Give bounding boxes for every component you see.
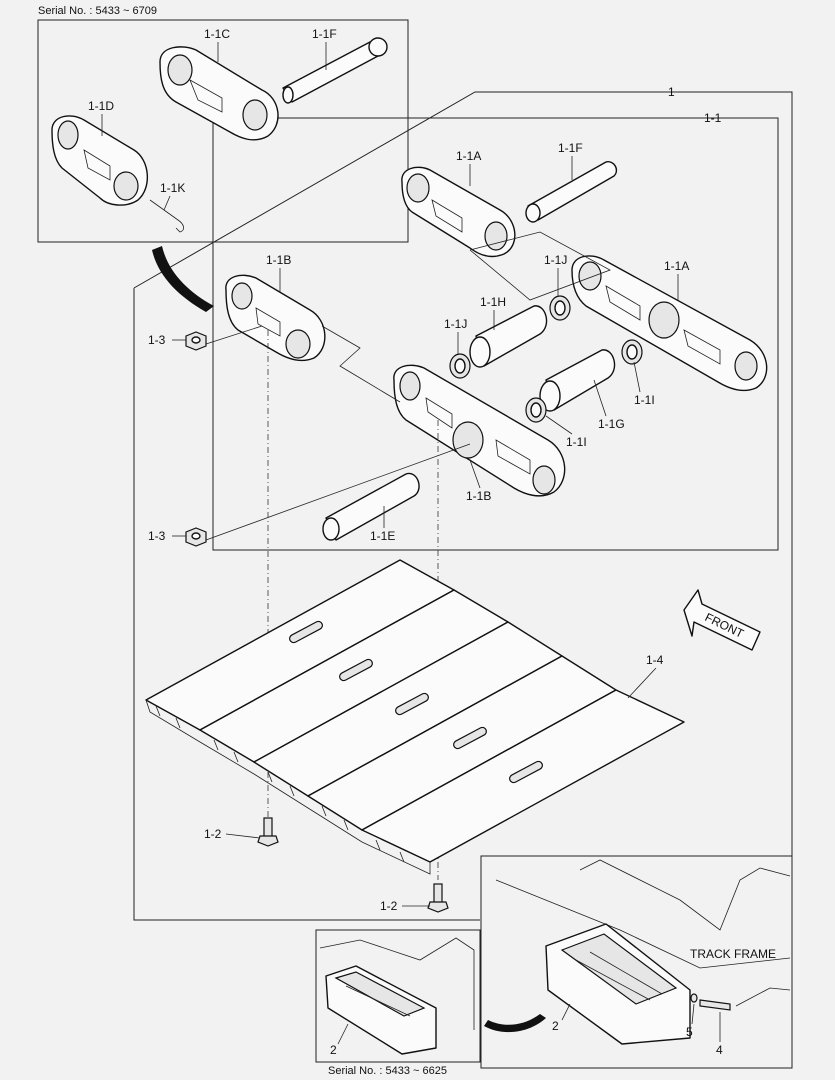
label-1-1b-lower: 1-1B <box>466 489 491 503</box>
label-1-1a-upper: 1-1A <box>456 149 481 163</box>
link-arrow-bottom <box>484 1014 546 1033</box>
link-1-1b-left <box>225 274 326 362</box>
washer-5 <box>690 993 698 1003</box>
label-1-3-lower: 1-3 <box>148 529 166 543</box>
label-1-1i-upper: 1-1I <box>634 393 655 407</box>
inset-frame-step-old <box>315 929 481 1063</box>
label-1-1b-left: 1-1B <box>266 253 291 267</box>
label-washer-5: 5 <box>686 1025 693 1039</box>
label-1-1d: 1-1D <box>88 99 114 113</box>
bolt-1-2-right <box>427 883 449 913</box>
inset-frame-step-new <box>480 855 793 1069</box>
bushing-1-1h <box>469 305 548 368</box>
link-1-1a-upper <box>401 166 516 258</box>
label-1-1j-left: 1-1J <box>444 317 467 331</box>
serial-bottom: Serial No. : 5433 ~ 6625 <box>328 1065 447 1077</box>
label-1-1c: 1-1C <box>204 27 230 41</box>
label-step-old: 2 <box>330 1043 337 1057</box>
label-1-1h: 1-1H <box>480 295 506 309</box>
label-1-3-upper: 1-3 <box>148 333 166 347</box>
assembly-frame-1-lower <box>133 288 480 921</box>
assembly-frame-1-1 <box>212 117 779 551</box>
link-1-1c <box>159 46 279 141</box>
link-1-1d <box>51 115 149 206</box>
pin-1-1e <box>322 472 420 541</box>
bolt-4 <box>699 999 731 1011</box>
serial-top: Serial No. : 5433 ~ 6709 <box>38 5 157 17</box>
label-1-1f-top: 1-1F <box>312 27 337 41</box>
front-arrow-icon: FRONT <box>683 589 761 651</box>
label-step-new: 2 <box>552 1019 559 1033</box>
label-1-1e: 1-1E <box>370 529 395 543</box>
step-new-inset: TRACK FRAME <box>495 859 791 1045</box>
track-frame-label: TRACK FRAME <box>690 947 776 961</box>
bolt-1-2-left <box>257 817 279 847</box>
link-1-1b-lower <box>393 364 566 497</box>
link-arrow-top <box>152 246 214 312</box>
label-1-1j-right: 1-1J <box>544 253 567 267</box>
label-1-1a-right: 1-1A <box>664 259 689 273</box>
label-1: 1 <box>668 85 675 99</box>
label-1-1: 1-1 <box>704 111 722 125</box>
label-1-4: 1-4 <box>646 653 664 667</box>
label-1-1f-mid: 1-1F <box>558 141 583 155</box>
nut-1-3-lower <box>185 527 207 547</box>
step-old-inset <box>319 937 475 1055</box>
bushing-1-1g <box>539 349 616 412</box>
link-1-1a-right <box>571 255 768 392</box>
label-1-2-left: 1-2 <box>204 827 222 841</box>
label-1-1i-lower: 1-1I <box>566 435 587 449</box>
track-shoes-1-4 <box>145 559 685 875</box>
pin-1-1f-top <box>282 37 388 104</box>
label-1-1k: 1-1K <box>160 181 185 195</box>
nut-1-3-upper <box>185 331 207 351</box>
label-1-2-right: 1-2 <box>380 899 398 913</box>
label-1-1g: 1-1G <box>598 417 625 431</box>
label-bolt-4: 4 <box>716 1043 723 1057</box>
pin-1-1f-mid <box>525 161 618 223</box>
split-pin-1-1k <box>149 199 184 233</box>
